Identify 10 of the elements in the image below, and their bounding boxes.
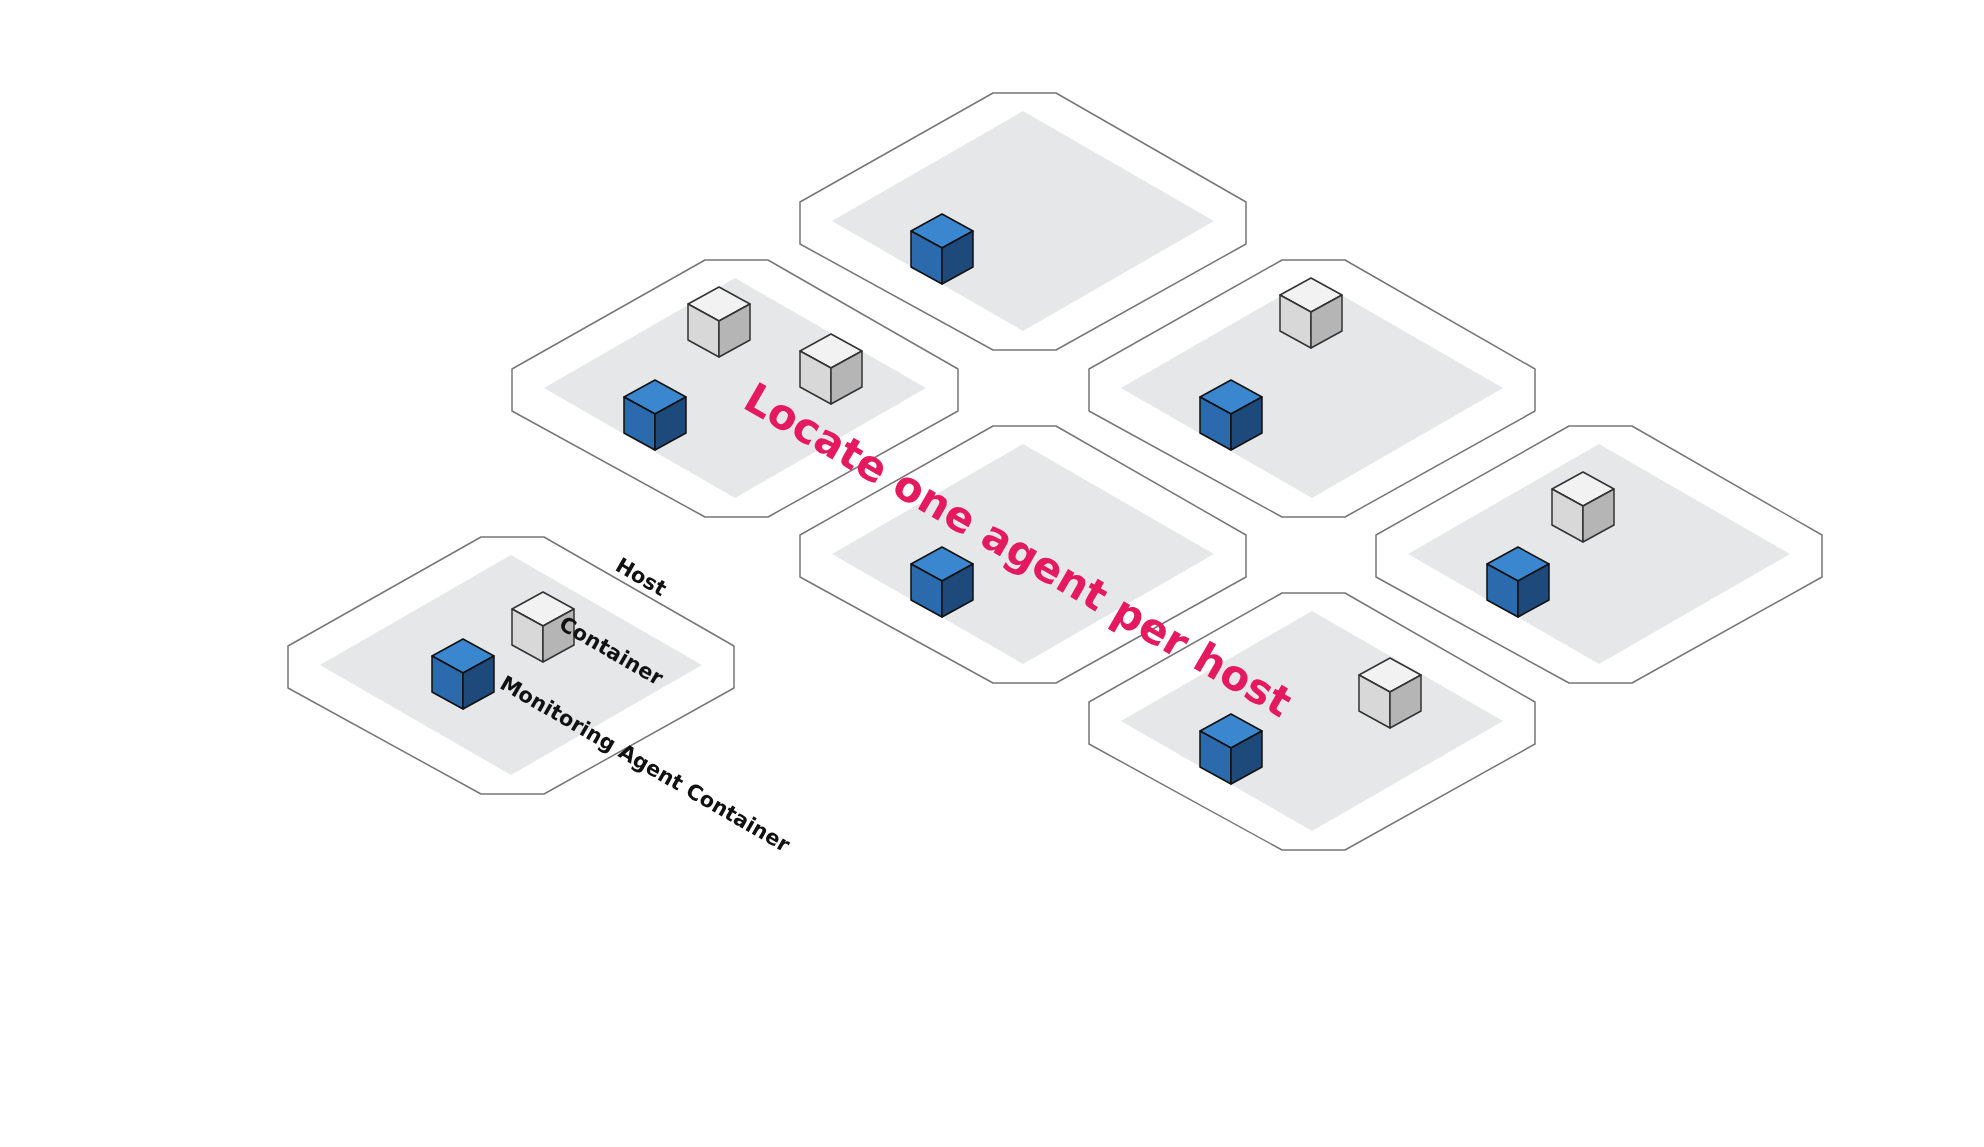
cube-icon [1551, 471, 1615, 543]
cube-icon [687, 286, 751, 358]
cube-icon [1358, 657, 1422, 729]
cube-icon [910, 546, 974, 618]
cube-icon [623, 379, 687, 451]
cube-icon [910, 213, 974, 285]
host-platform [1375, 424, 1823, 684]
cube-icon [1279, 277, 1343, 349]
cube-icon [1486, 546, 1550, 618]
cube-icon [1199, 379, 1263, 451]
